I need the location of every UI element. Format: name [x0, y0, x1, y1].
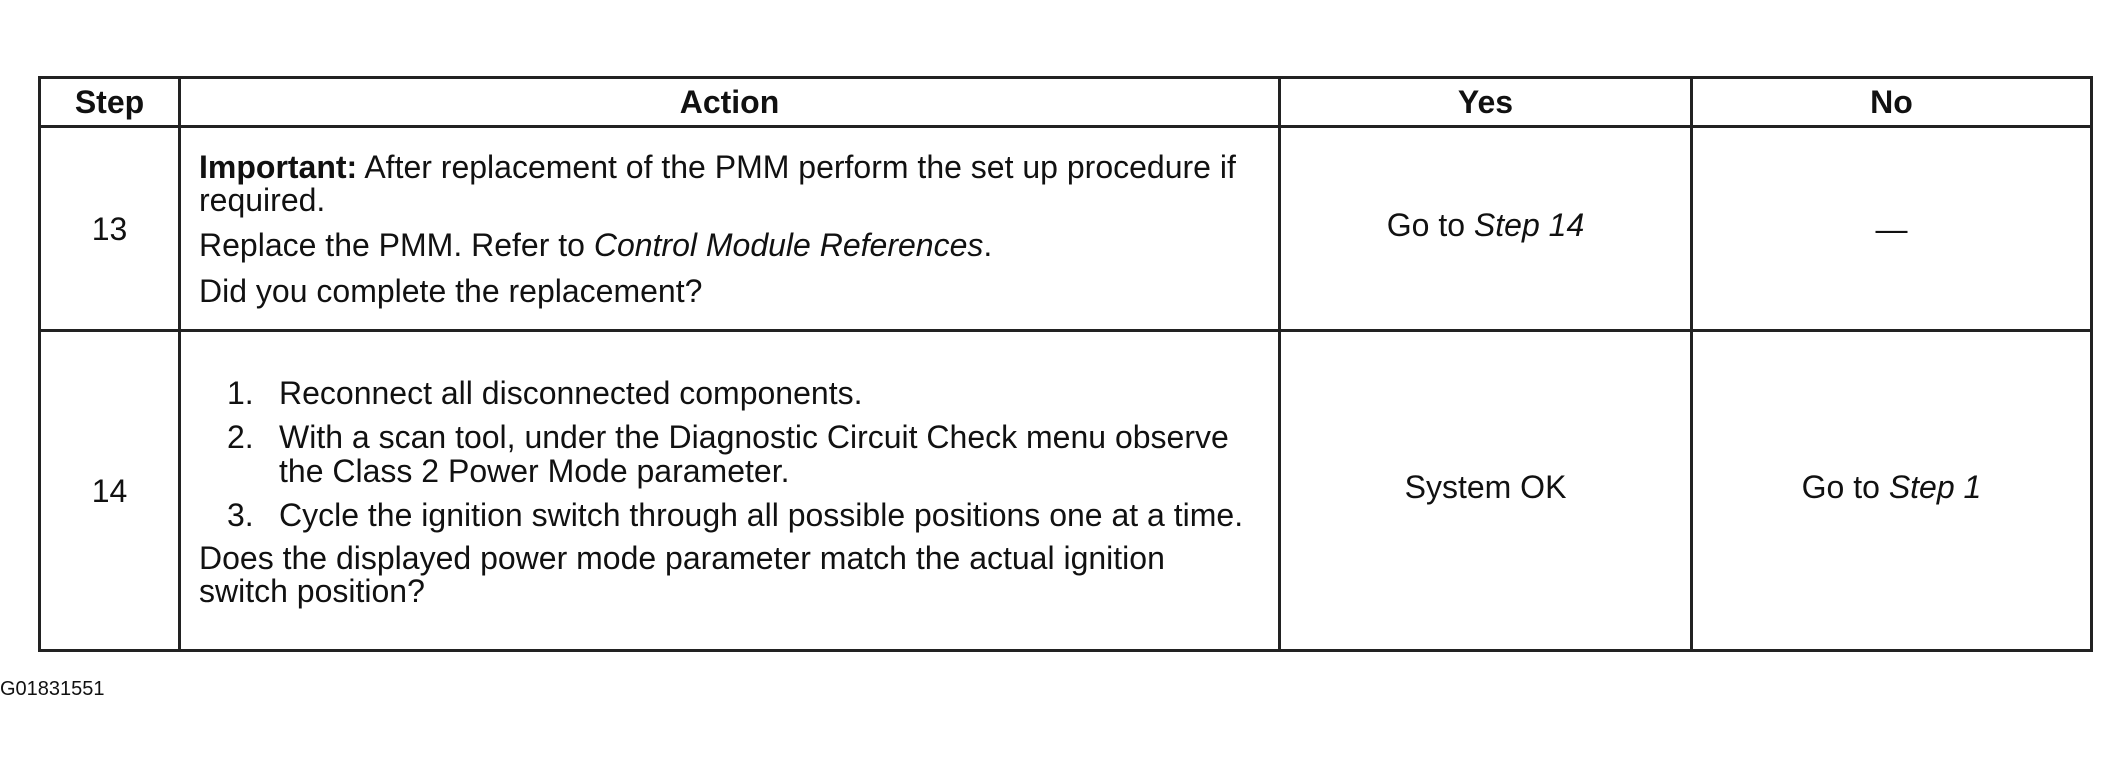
table-row-step-14: 14 1. Reconnect all disconnected componen… — [38, 329, 2093, 652]
diagnostic-table: Step Action Yes No 13 Important: After r… — [38, 76, 2093, 652]
replace-end: . — [983, 226, 993, 263]
important-note: Important: After replacement of the PMM … — [199, 148, 1260, 218]
list-item-text: Reconnect all disconnected components. — [279, 374, 863, 411]
list-item: 1. Reconnect all disconnected components. — [199, 376, 1260, 410]
important-label: Important: — [199, 148, 358, 185]
yes-cell: Go to Step 14 — [1278, 125, 1693, 332]
header-yes: Yes — [1278, 76, 1693, 128]
list-item: 3. Cycle the ignition switch through all … — [199, 498, 1260, 532]
table-row-step-13: 13 Important: After replacement of the P… — [38, 125, 2093, 332]
header-no: No — [1690, 76, 2093, 128]
question-text: Does the displayed power mode parameter … — [199, 539, 1165, 609]
replace-instruction: Replace the PMM. Refer to Control Module… — [199, 227, 1260, 263]
no-cell: Go to Step 1 — [1690, 329, 2093, 652]
list-item-number: 1. — [227, 374, 254, 411]
header-step: Step — [38, 76, 181, 128]
action-cell: 1. Reconnect all disconnected components.… — [178, 329, 1281, 652]
action-cell: Important: After replacement of the PMM … — [178, 125, 1281, 332]
replace-text: Replace the PMM. Refer to — [199, 226, 594, 263]
no-step-reference: Step 1 — [1888, 469, 1982, 505]
step-number: 14 — [38, 329, 181, 652]
list-item: 2. With a scan tool, under the Diagnostic… — [199, 420, 1260, 488]
list-item-text: Cycle the ignition switch through all po… — [279, 496, 1244, 533]
important-text: After replacement of the PMM perform the… — [199, 148, 1236, 218]
no-value: — — [1875, 211, 1908, 247]
list-item-number: 2. — [227, 418, 254, 455]
procedure-list: 1. Reconnect all disconnected components.… — [199, 376, 1260, 532]
no-cell: — — [1690, 125, 2093, 332]
list-item-number: 3. — [227, 496, 254, 533]
figure-id: G01831551 — [0, 678, 105, 700]
no-prefix: Go to — [1801, 469, 1889, 505]
yes-step-reference: Step 14 — [1473, 207, 1585, 243]
header-action: Action — [178, 76, 1281, 128]
yes-cell: System OK — [1278, 329, 1693, 652]
yes-prefix: Go to — [1386, 207, 1474, 243]
header-row: Step Action Yes No — [38, 76, 2093, 128]
replace-reference: Control Module References — [593, 226, 984, 263]
question-text: Did you complete the replacement? — [199, 272, 703, 309]
step-number: 13 — [38, 125, 181, 332]
list-item-text: With a scan tool, under the Diagnostic C… — [279, 418, 1229, 489]
